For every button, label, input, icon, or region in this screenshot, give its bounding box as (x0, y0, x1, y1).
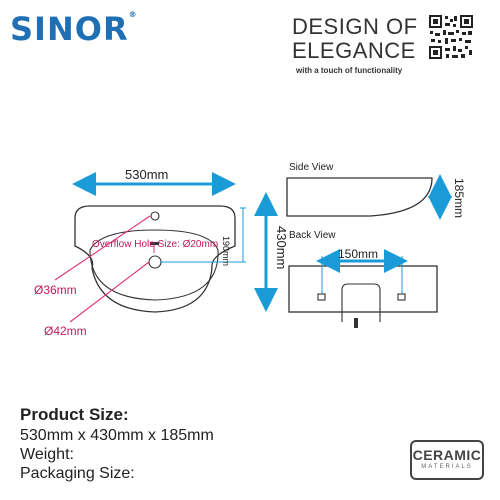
side-view-title: Side View (289, 162, 334, 173)
pedestal-outline (341, 283, 381, 322)
overflow-hole-label: Overflow Hole Size: Ø20mm (92, 239, 219, 250)
width-label: 530mm (125, 167, 169, 182)
height-label: 185mm (452, 178, 466, 219)
product-size-value: 530mm x 430mm x 185mm (20, 427, 214, 444)
registered-mark: ® (128, 10, 138, 19)
qr-code-icon (428, 14, 474, 60)
mount-hole-left (317, 293, 326, 301)
mount-hole-right (397, 293, 406, 301)
basin-top-outline (74, 205, 236, 313)
overflow-hole (150, 242, 159, 245)
tap-hole-label: Ø36mm (34, 283, 77, 297)
tagline-line-1: DESIGN OF (292, 14, 418, 39)
side-view-outline (286, 177, 433, 217)
technical-drawing (54, 172, 452, 328)
drain-label: Ø42mm (44, 324, 87, 338)
drain-callout (69, 261, 150, 323)
tap-hole-callout (54, 215, 151, 281)
tap-hole (150, 211, 160, 221)
depth-label: 430mm (274, 226, 289, 270)
basin-bowl-outline (89, 229, 219, 301)
packaging-size-label: Packaging Size: (20, 465, 135, 482)
product-size-title: Product Size: (20, 405, 129, 424)
ceramic-materials-badge: CERAMIC MATERIALS (410, 440, 484, 480)
weight-label: Weight: (20, 446, 74, 463)
inner-depth-label: 190mm (221, 236, 231, 267)
tagline-line-2: ELEGANCE (292, 38, 416, 63)
badge-sub-text: MATERIALS (421, 464, 473, 470)
brand-logo: SINOR® (10, 10, 138, 48)
tagline-subline: with a touch of functionality (296, 66, 403, 75)
back-view-outline (288, 265, 438, 313)
back-view-title: Back View (289, 230, 336, 241)
brand-logo-text: SINOR (10, 10, 129, 48)
mount-distance-label: 150mm (338, 247, 379, 261)
badge-main-text: CERAMIC (412, 447, 482, 463)
